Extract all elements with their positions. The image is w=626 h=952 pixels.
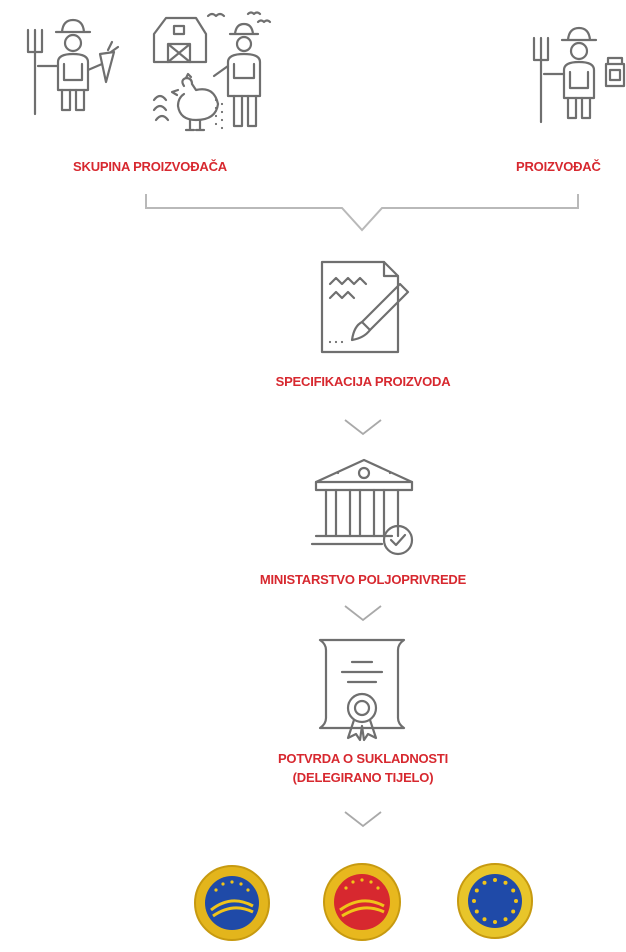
- certificate-icon: [312, 636, 412, 742]
- farmer-jar-icon: [524, 18, 626, 128]
- eu-seal-pdo: [193, 864, 271, 947]
- merge-bracket: [140, 192, 586, 245]
- farmer-pitchfork-icon: [18, 10, 128, 120]
- chevron-down-icon: [343, 808, 383, 835]
- step-conformity-label-line1: POTVRDA O SUKLADNOSTI: [277, 751, 449, 766]
- producer-single-label: PROIZVOĐAČ: [516, 159, 601, 174]
- chevron-down-icon: [343, 416, 383, 443]
- step-specification-label: SPECIFIKACIJA PROIZVODA: [275, 374, 451, 389]
- producer-group-label: SKUPINA PROIZVOĐAČA: [73, 159, 227, 174]
- step-ministry-label: MINISTARSTVO POLJOPRIVREDE: [259, 572, 467, 587]
- ministry-building-check-icon: [310, 454, 422, 560]
- eu-seal-pgi: [322, 862, 402, 947]
- step-conformity-label-line2: (DELEGIRANO TIJELO): [292, 770, 434, 785]
- barn-farmer-chicken-icon: [150, 4, 280, 139]
- eu-seal-tsg: [456, 862, 534, 945]
- document-pen-icon: [316, 258, 412, 358]
- chevron-down-icon: [343, 602, 383, 629]
